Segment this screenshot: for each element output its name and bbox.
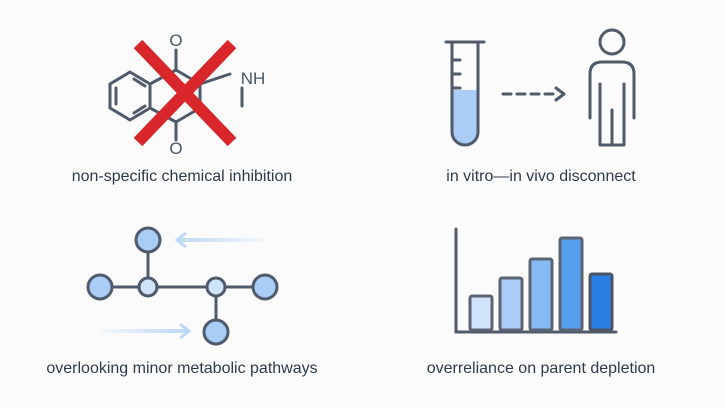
person-icon [588,28,636,147]
molecule-icon: O O NH [108,31,266,158]
atom-oxygen-bottom: O [169,139,182,158]
atom-nh: NH [241,69,266,88]
red-cross-icon [133,39,237,147]
panel-label-parent-depletion: overreliance on parent depletion [427,360,656,377]
bar [588,272,614,332]
pathway-node [205,276,227,298]
panel-label-minor-pathways: overlooking minor metabolic pathways [46,360,317,377]
pathway-node [86,273,114,301]
pathway-node [137,276,159,298]
pathway-node [251,273,279,301]
panel-label-in-vitro-in-vivo: in vitro—in vivo disconnect [446,168,636,185]
dashed-arrow-icon [501,86,566,102]
bar [468,294,494,332]
bar [528,257,554,332]
pathway-node [202,318,230,346]
atom-oxygen-top: O [169,31,182,50]
panel-label-chemical-inhibition: non-specific chemical inhibition [72,168,293,185]
bar [498,276,524,332]
pathway-node [134,226,162,254]
bar [558,236,584,332]
pathway-graph-icon [86,226,279,346]
bar-chart-icon [454,227,618,334]
test-tube-icon [444,40,486,147]
